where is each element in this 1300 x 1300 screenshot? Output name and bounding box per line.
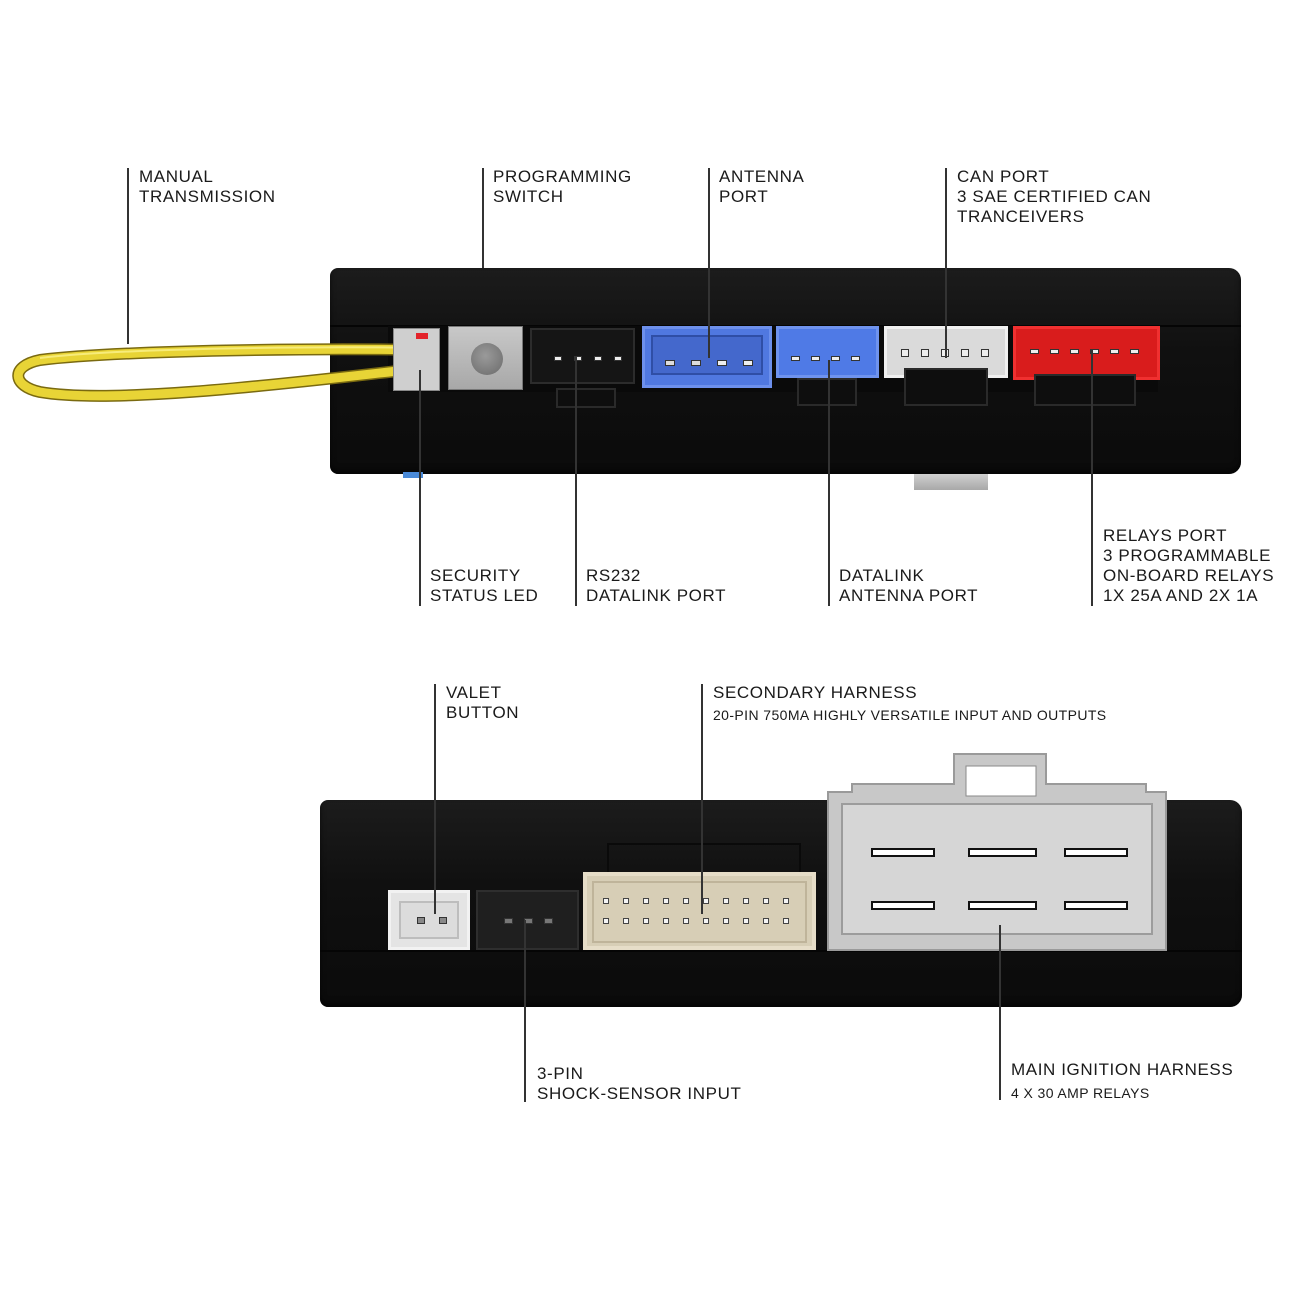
harness-pin bbox=[703, 918, 709, 924]
harness-pin bbox=[743, 918, 749, 924]
harness-pin bbox=[643, 898, 649, 904]
rs232-latch bbox=[556, 388, 616, 408]
datalink-antenna-port[interactable] bbox=[776, 326, 879, 378]
harness-pin bbox=[763, 918, 769, 924]
label-datalink-antenna-port: DATALINK ANTENNA PORT bbox=[839, 566, 979, 605]
harness-pin bbox=[723, 898, 729, 904]
switch-plunger-icon bbox=[471, 343, 503, 375]
leader-programming-switch bbox=[482, 168, 484, 358]
bottom-tab bbox=[914, 474, 988, 490]
harness-pin bbox=[783, 898, 789, 904]
harness-pin bbox=[683, 898, 689, 904]
label-programming-switch: PROGRAMMING SWITCH bbox=[493, 167, 632, 206]
leader-main-ignition bbox=[999, 925, 1001, 1100]
rs232-datalink-port[interactable] bbox=[530, 328, 635, 384]
can-latch bbox=[904, 368, 988, 406]
secondary-harness-connector[interactable] bbox=[583, 872, 816, 950]
label-manual-transmission: MANUAL TRANSMISSION bbox=[139, 167, 276, 206]
leader-shock-sensor bbox=[524, 920, 526, 1102]
main-ignition-harness-connector[interactable] bbox=[824, 752, 1170, 952]
leader-manual-transmission bbox=[127, 168, 129, 344]
label-main-ignition-harness: MAIN IGNITION HARNESS 4 X 30 AMP RELAYS bbox=[1011, 1060, 1234, 1101]
shock-sensor-connector[interactable] bbox=[476, 890, 579, 950]
harness-pin bbox=[763, 898, 769, 904]
label-shock-sensor-input: 3-PIN SHOCK-SENSOR INPUT bbox=[537, 1064, 742, 1103]
harness-pin bbox=[663, 918, 669, 924]
label-secondary-harness: SECONDARY HARNESS 20-PIN 750MA HIGHLY VE… bbox=[713, 683, 1107, 723]
antenna-port[interactable] bbox=[642, 326, 772, 388]
harness-pin bbox=[703, 898, 709, 904]
leader-relays bbox=[1091, 350, 1093, 606]
valet-button-connector[interactable] bbox=[388, 890, 470, 950]
security-status-led bbox=[393, 328, 440, 391]
harness-pin bbox=[643, 918, 649, 924]
secondary-harness-pins bbox=[603, 898, 803, 928]
case-seam-bottom bbox=[320, 950, 1242, 952]
leader-datalink-antenna bbox=[828, 360, 830, 606]
harness-pin bbox=[623, 898, 629, 904]
secondary-harness-shroud bbox=[607, 843, 801, 873]
relays-latch bbox=[1034, 374, 1136, 406]
harness-pin bbox=[743, 898, 749, 904]
label-rs232-datalink-port: RS232 DATALINK PORT bbox=[586, 566, 727, 605]
leader-security-led bbox=[419, 370, 421, 606]
led-icon bbox=[416, 333, 428, 339]
leader-antenna-port bbox=[708, 168, 710, 358]
harness-pin bbox=[663, 898, 669, 904]
manual-transmission-jumper-wire[interactable] bbox=[0, 320, 460, 430]
led-light-pipe bbox=[403, 472, 423, 478]
leader-secondary-harness bbox=[701, 684, 703, 914]
harness-pin bbox=[603, 918, 609, 924]
label-security-status-led: SECURITY STATUS LED bbox=[430, 566, 539, 605]
label-antenna-port: ANTENNA PORT bbox=[719, 167, 805, 206]
label-relays-port: RELAYS PORT 3 PROGRAMMABLE ON-BOARD RELA… bbox=[1103, 526, 1275, 605]
leader-valet bbox=[434, 684, 436, 914]
leader-can-port bbox=[945, 168, 947, 358]
leader-rs232 bbox=[575, 356, 577, 606]
harness-pin bbox=[683, 918, 689, 924]
relays-port[interactable] bbox=[1013, 326, 1160, 380]
harness-pin bbox=[783, 918, 789, 924]
programming-switch-button[interactable] bbox=[448, 326, 523, 390]
harness-pin bbox=[623, 918, 629, 924]
label-can-port: CAN PORT 3 SAE CERTIFIED CAN TRANCEIVERS bbox=[957, 167, 1152, 226]
datalink-latch bbox=[797, 378, 857, 406]
label-valet-button: VALET BUTTON bbox=[446, 683, 520, 722]
harness-pin bbox=[603, 898, 609, 904]
harness-pin bbox=[723, 918, 729, 924]
